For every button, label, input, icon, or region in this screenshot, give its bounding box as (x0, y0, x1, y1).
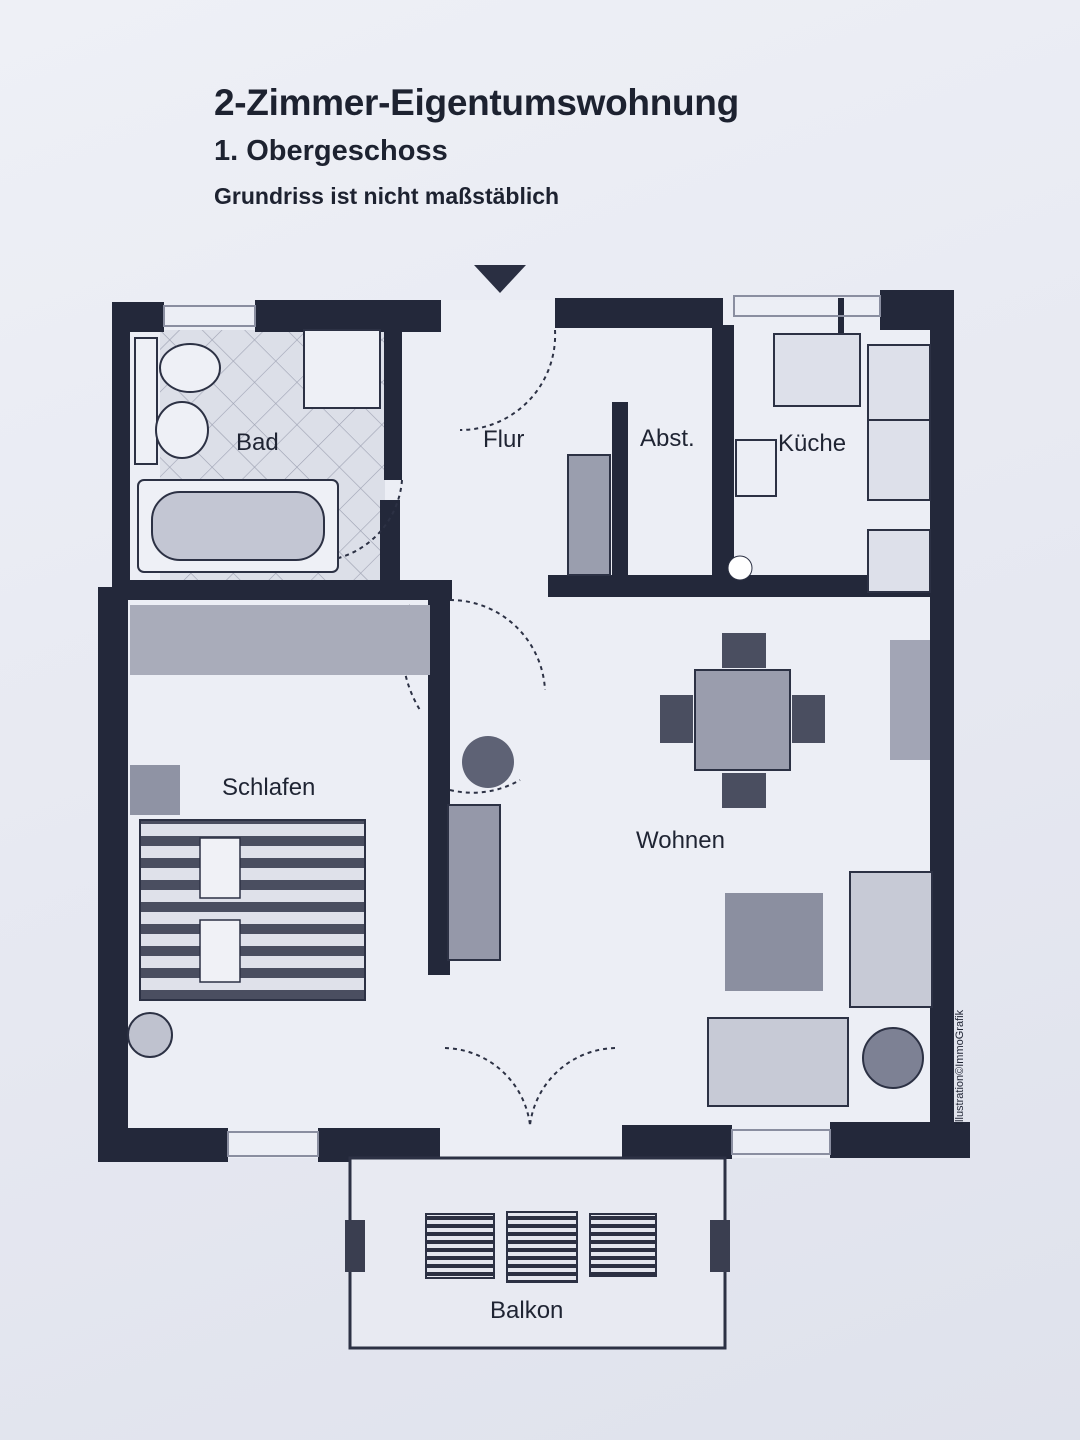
bed-icon (139, 819, 366, 1001)
room-label-wohnen: Wohnen (636, 827, 725, 854)
entrance-arrow-icon (474, 265, 526, 293)
windows (163, 295, 881, 1157)
plan-subtitle: 1. Obergeschoss (214, 135, 448, 167)
bath-fixtures (134, 329, 381, 573)
storage-shelf (567, 454, 611, 576)
kitchen-sink-icon (773, 333, 861, 407)
kitchen-fixtures (727, 333, 931, 593)
nightstand (130, 765, 180, 815)
balcony (345, 1156, 730, 1350)
plan-title: 2-Zimmer-Eigentumswohnung (214, 82, 739, 123)
doors (329, 329, 616, 1126)
plant-icon (127, 1012, 173, 1058)
floor-plant-icon (462, 736, 514, 788)
walls (98, 290, 970, 1162)
living-furniture (447, 633, 933, 1107)
room-label-balkon: Balkon (490, 1297, 563, 1324)
room-label-flur: Flur (483, 426, 524, 453)
toilet-icon (159, 343, 221, 393)
room-label-abst: Abst. (640, 425, 695, 452)
room-label-kueche: Küche (778, 430, 846, 457)
armchair-icon (707, 1017, 849, 1107)
sink-icon (155, 401, 209, 459)
room-label-schlafen: Schlafen (222, 774, 315, 801)
tv-sideboard (447, 804, 501, 961)
illustration-credit: Illustration©ImmoGrafik (954, 1009, 966, 1125)
coffee-table (725, 893, 823, 991)
side-lamp-icon (862, 1027, 924, 1089)
room-label-bad: Bad (236, 429, 279, 456)
sofa-icon (849, 871, 933, 1008)
bedroom-furniture (127, 605, 430, 1058)
dining-table (694, 669, 791, 771)
scale-note: Grundriss ist nicht maßstäblich (214, 183, 560, 209)
